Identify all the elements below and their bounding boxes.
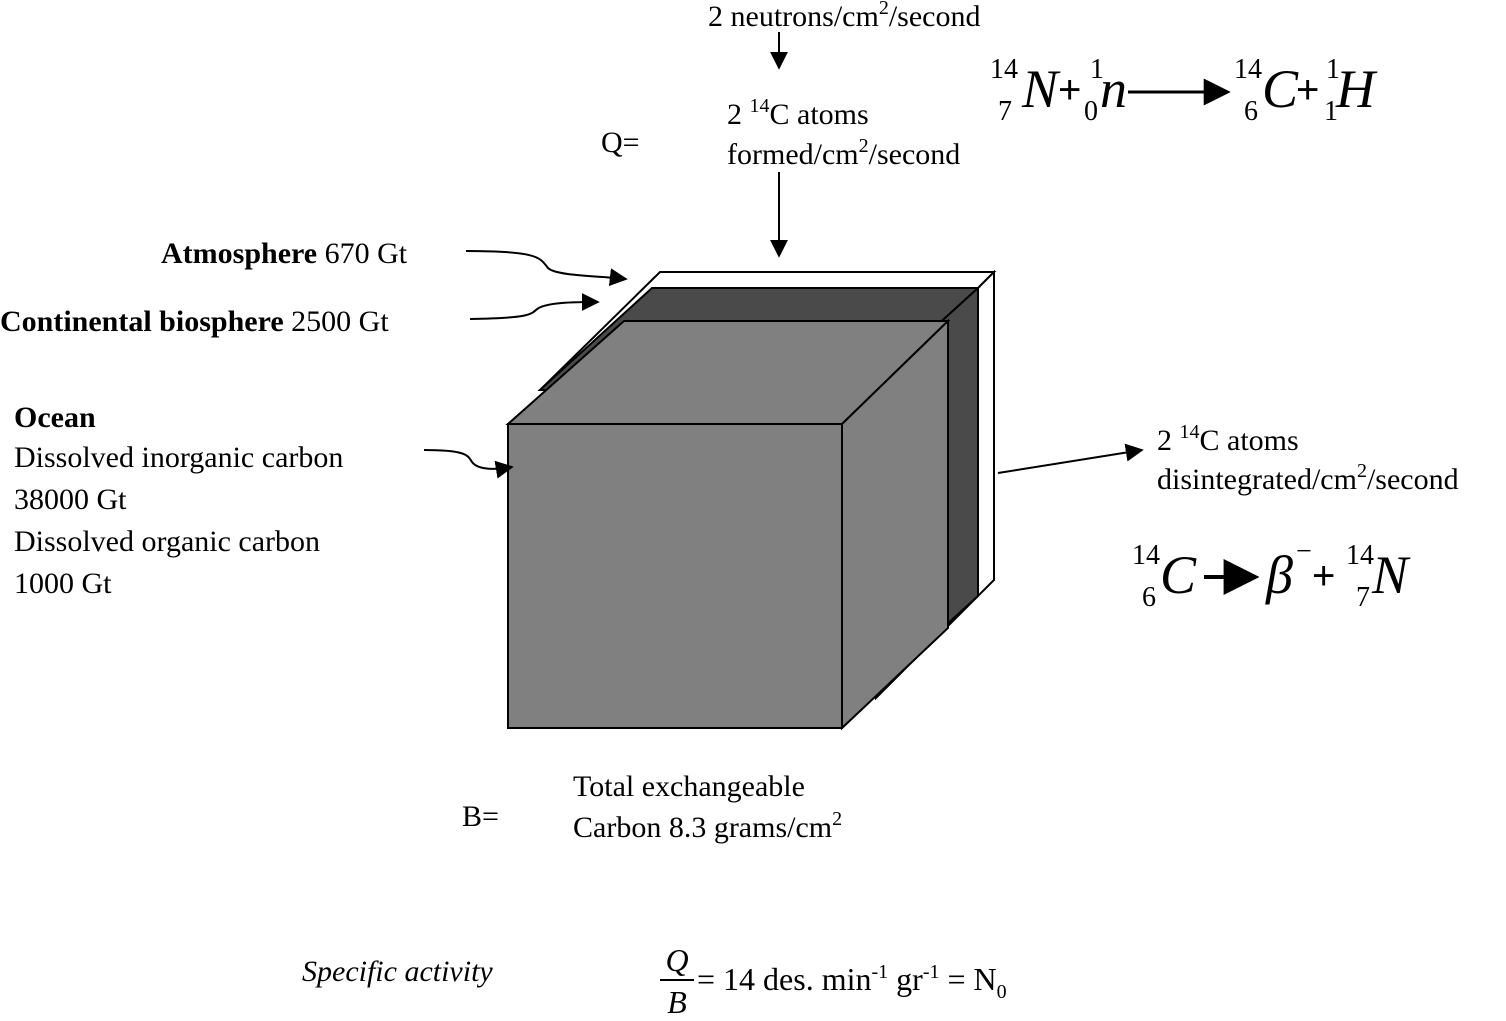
ocean-doc-label: Dissolved organic carbon xyxy=(14,525,321,558)
ocean-cube-front xyxy=(507,423,843,729)
decay-line2: disintegrated/cm2/second xyxy=(1157,460,1459,496)
specific-activity-label: Specific activity xyxy=(302,955,493,988)
neutron-symbol: n xyxy=(1100,59,1127,119)
formation-line1: 2 14C atoms xyxy=(727,95,869,131)
n-mass-number: 14 xyxy=(1346,540,1374,571)
fraction-denominator: B xyxy=(667,984,687,1020)
neutron-flux-label: 2 neutrons/cm2/second xyxy=(708,0,981,33)
fraction-numerator: Q xyxy=(665,942,689,978)
biosphere-label: Continental biosphere 2500 Gt xyxy=(0,305,389,338)
h-mass-number: 1 xyxy=(1326,54,1340,85)
decay-reaction: 14 6 C β − + 14 7 N xyxy=(1128,536,1428,626)
c-atomic-number: 6 xyxy=(1244,96,1258,127)
atmosphere-pointer xyxy=(465,250,628,287)
ocean-dic-label: Dissolved inorganic carbon xyxy=(14,441,344,474)
n-atomic-number: 7 xyxy=(998,96,1012,127)
plus-sign: + xyxy=(1296,68,1320,112)
c-symbol: C xyxy=(1262,59,1299,119)
neutron-mass-number: 1 xyxy=(1090,54,1104,85)
plus-sign: + xyxy=(1312,554,1336,598)
specific-activity-equation: = 14 des. min-1 gr-1 = N0 xyxy=(697,961,1007,1003)
exchangeable-line2: Carbon 8.3 grams/cm2 xyxy=(573,808,843,844)
formation-reaction: 14 7 N + 1 0 n 14 6 C + 1 1 H xyxy=(986,50,1386,140)
ocean-pointer xyxy=(423,449,514,479)
n-symbol: N xyxy=(1372,545,1409,605)
c-atomic-number: 6 xyxy=(1142,582,1156,613)
ocean-title: Ocean xyxy=(14,401,96,434)
beta-symbol: β xyxy=(1266,545,1293,605)
ocean-dic-amount: 38000 Gt xyxy=(14,483,127,516)
decay-line1: 2 14C atoms xyxy=(1157,421,1299,457)
biosphere-pointer xyxy=(469,293,600,320)
beta-charge: − xyxy=(1296,536,1312,567)
n-symbol: N xyxy=(1022,59,1059,119)
neutron-atomic-number: 0 xyxy=(1084,96,1098,127)
formation-line2: formed/cm2/second xyxy=(727,135,961,171)
atmosphere-label: Atmosphere 670 Gt xyxy=(161,237,408,270)
c-mass-number: 14 xyxy=(1234,54,1262,85)
b-label: B= xyxy=(462,800,499,833)
c-symbol: C xyxy=(1160,545,1197,605)
n-mass-number: 14 xyxy=(990,54,1018,85)
plus-sign: + xyxy=(1058,68,1082,112)
exchangeable-line1: Total exchangeable xyxy=(573,770,805,803)
decay-arrow xyxy=(997,443,1144,474)
q-label: Q= xyxy=(601,126,640,159)
ocean-doc-amount: 1000 Gt xyxy=(14,567,112,600)
n-atomic-number: 7 xyxy=(1356,582,1370,613)
h-symbol: H xyxy=(1336,59,1375,119)
h-atomic-number: 1 xyxy=(1324,96,1338,127)
c-mass-number: 14 xyxy=(1132,540,1160,571)
